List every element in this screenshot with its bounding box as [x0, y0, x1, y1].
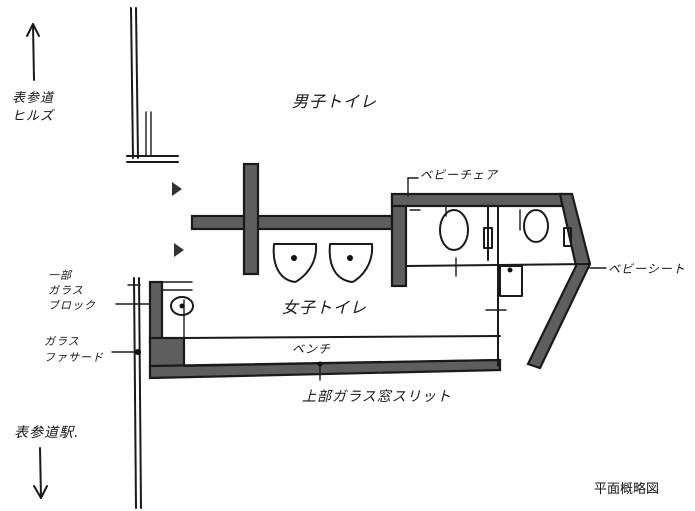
- label-bidet-chair: ベビーチェア: [420, 168, 499, 182]
- label-bench: ベンチ: [292, 342, 332, 356]
- label-bidet-sheet: ベビーシート: [608, 262, 686, 276]
- toilet-bidet-room: [439, 209, 493, 251]
- triangle-marker-icon: [172, 182, 182, 196]
- arrow-up-icon: [26, 23, 40, 81]
- triangle-marker-icon: [174, 243, 184, 257]
- leader-lines: [111, 177, 607, 381]
- toilet-right-room: [519, 209, 572, 247]
- label-upper-glass-slit: 上部ガラス窓スリット: [302, 389, 452, 405]
- label-glass-block: 一部 ガラス ブロック: [48, 269, 96, 312]
- urinal-left: [272, 243, 318, 283]
- label-glass-facade: ガラス ファサード: [44, 335, 104, 364]
- label-womens-toilet: 女子トイレ: [282, 298, 368, 317]
- arrow-down-icon: [33, 447, 48, 499]
- walls: [148, 162, 592, 380]
- label-mens-toilet: 男子トイレ: [292, 92, 378, 111]
- sink-glass-block: [170, 296, 194, 316]
- label-omotesando-hills: 表参道 ヒルズ: [12, 91, 55, 124]
- street-lines: [126, 7, 179, 509]
- urinal-right: [328, 243, 374, 283]
- caption: 平面概略図: [594, 482, 660, 497]
- label-omotesando-station: 表参道駅.: [14, 425, 80, 441]
